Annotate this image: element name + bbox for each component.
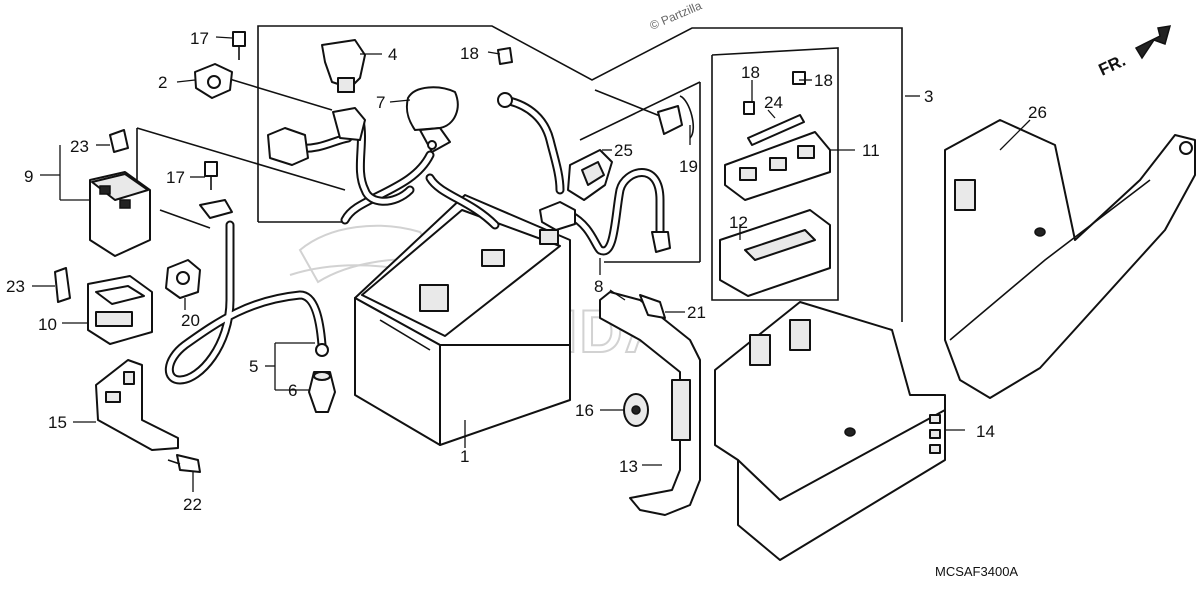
callout-15: 15 [48,413,67,432]
callout-13: 13 [619,457,638,476]
callout-5: 5 [249,357,258,376]
terminal-boot [308,371,336,413]
front-direction-arrow: FR. [1096,25,1172,80]
callout-21: 21 [687,303,706,322]
callout-2: 2 [158,73,167,92]
callout-7: 7 [376,93,385,112]
clip-19 [657,95,695,139]
assembly-frame-lines [136,25,903,322]
callout-18-top: 18 [460,44,479,63]
callout-1: 1 [460,447,469,466]
fuse-clip-upper [109,129,129,153]
callout-16: 16 [575,401,594,420]
battery-bracket [599,291,701,516]
callout-3: 3 [924,87,933,106]
callout-14: 14 [976,422,995,441]
bolt-18-left [743,101,755,115]
leader-lines [32,36,1031,492]
relay-cover [87,275,153,345]
callout-9: 9 [24,167,33,186]
negative-cable [539,168,671,256]
callout-12: 12 [729,213,748,232]
bolt-21 [639,294,666,319]
callout-17-lower: 17 [166,168,185,187]
callout-18-left: 18 [741,63,760,82]
callout-25: 25 [614,141,633,160]
callout-17-upper: 17 [190,29,209,48]
positive-cable [340,86,500,230]
battery-body [354,194,571,446]
callout-11: 11 [862,141,880,160]
battery-main-cable [164,199,329,385]
ground-cable [497,47,565,195]
fuse-bar-24 [747,114,805,146]
callout-4: 4 [388,45,397,64]
starter-relay [89,171,151,257]
starter-relay-harness [267,39,415,206]
callout-23-lower: 23 [6,277,25,296]
callout-26: 26 [1028,103,1047,122]
cable-clamp [194,63,233,99]
fuse-box [724,131,831,201]
diagram-code: MCSAF3400A [935,564,1018,579]
callout-20: 20 [181,311,200,330]
front-label: FR. [1096,51,1129,80]
clamp-25 [567,149,613,201]
callout-23-upper: 23 [70,137,89,156]
bolt-18-right [792,71,806,85]
callout-19: 19 [679,157,698,176]
fuse-clip-lower [54,267,71,303]
grommet-16 [623,393,649,427]
bracket-15 [95,359,179,451]
callout-24: 24 [764,93,783,112]
callout-18-right: 18 [814,71,833,90]
callout-22: 22 [183,495,202,514]
fuse-box-cover [719,209,831,297]
bolt-17-upper [232,31,246,60]
side-cover [944,119,1196,399]
callout-numbers: 1 2 3 4 5 6 7 8 9 10 11 12 13 14 15 16 1… [6,29,1047,514]
clamp-20 [165,259,201,299]
callout-10: 10 [38,315,57,334]
callout-6: 6 [288,381,297,400]
bolt-22 [167,454,201,473]
bolt-17-lower [204,161,218,190]
battery-case [714,301,946,561]
callout-8: 8 [594,277,603,296]
